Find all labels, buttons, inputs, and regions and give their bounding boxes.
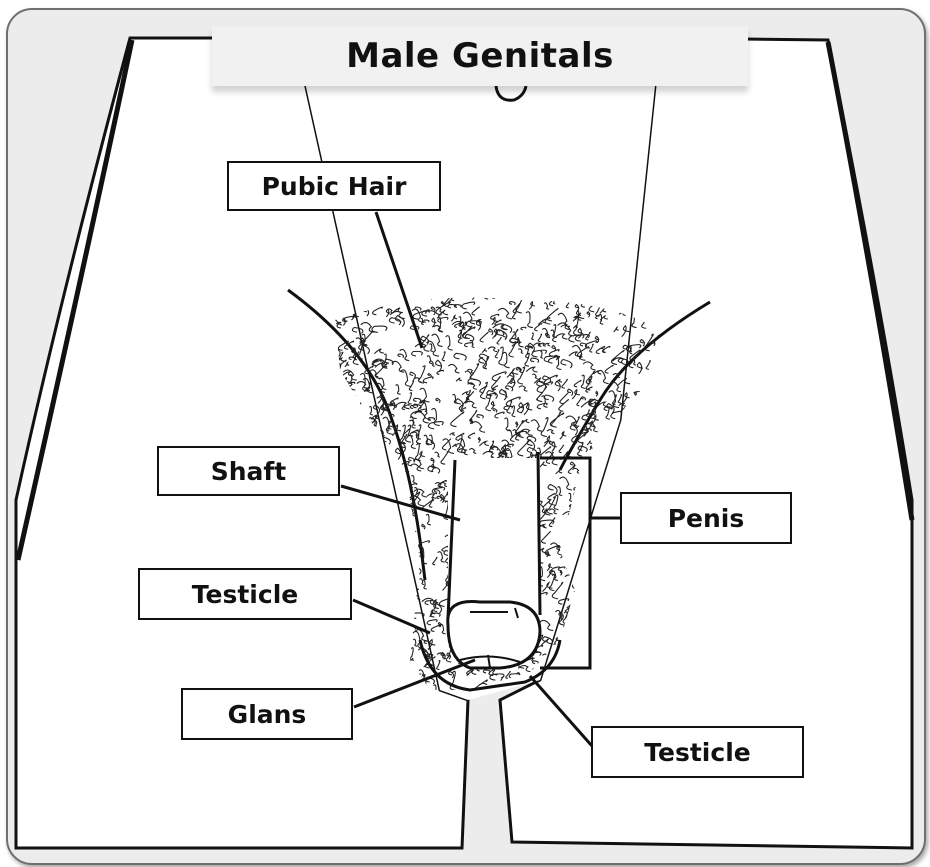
penis-shaft-right-line bbox=[538, 452, 540, 615]
label-penis: Penis bbox=[620, 492, 792, 544]
label-testicle-right: Testicle bbox=[591, 726, 804, 778]
label-testicle-left: Testicle bbox=[138, 568, 352, 620]
label-pubic-hair: Pubic Hair bbox=[227, 161, 441, 211]
label-glans: Glans bbox=[181, 688, 353, 740]
diagram-title: Male Genitals bbox=[212, 26, 748, 86]
label-shaft: Shaft bbox=[157, 446, 340, 496]
penis-shaft-shape bbox=[448, 458, 540, 618]
